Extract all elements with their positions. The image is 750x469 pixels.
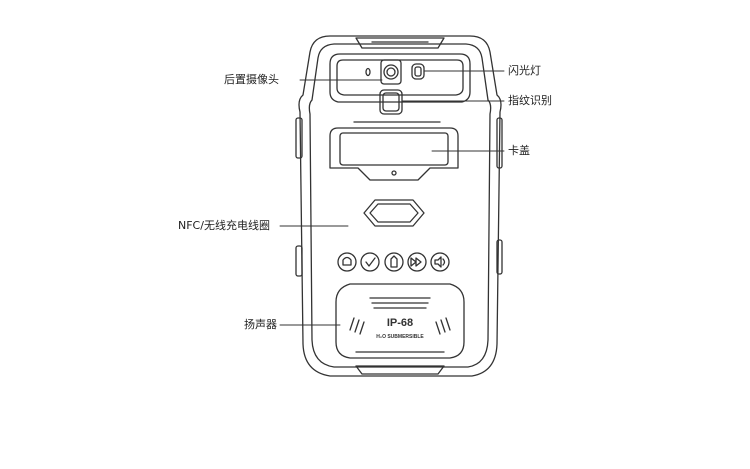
speaker-block [335,283,465,359]
fast-forward-icon [407,252,427,272]
bottom-cap [355,365,445,375]
check-icon [360,252,380,272]
submersible-text: H₂O SUBMERSIBLE [376,334,424,340]
speaker-grille-right [435,317,451,335]
ip-rating-text: IP-68 [387,317,413,329]
card-cover [329,127,459,181]
side-button-left-bottom [295,245,303,277]
label-flash: 闪光灯 [508,64,541,77]
top-cap [355,37,445,49]
label-nfc-coil: NFC/无线充电线圈 [178,219,270,232]
fingerprint-sensor [379,89,403,115]
phone-inner-shell [308,43,492,368]
icon-row [337,252,450,272]
side-button-left-top [295,117,303,159]
hand-icon [384,252,404,272]
label-rear-camera: 后置摄像头 [224,73,279,86]
label-speaker: 扬声器 [244,318,277,331]
speaker-grille-left [349,317,365,335]
mic-hole [365,67,371,77]
side-button-right [496,117,503,169]
label-cover: 卡盖 [508,144,530,157]
volume-icon [430,252,450,272]
rear-camera-icon [380,59,402,85]
side-button-right-2 [496,239,503,275]
flash-icon [411,63,425,80]
camera-module-frame [329,53,471,103]
phone-outer-shell [298,35,502,377]
label-fingerprint: 指纹识别 [508,94,552,107]
nfc-badge [363,199,425,227]
android-icon [337,252,357,272]
